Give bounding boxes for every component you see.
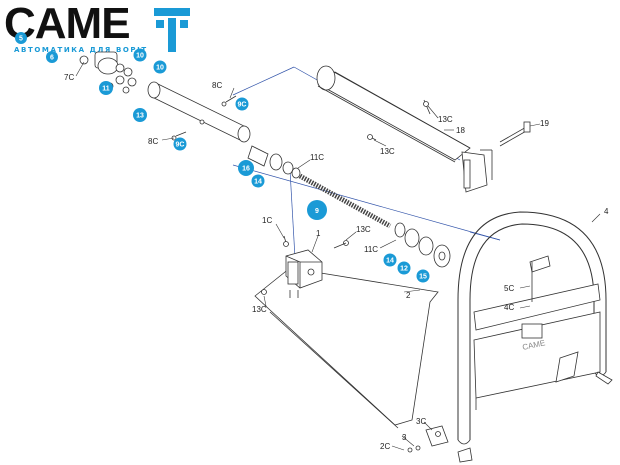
part-label: 8C — [148, 137, 158, 146]
part-badge: 9C — [173, 137, 187, 151]
part-badge: 11 — [99, 81, 113, 95]
part-label: 5C — [504, 284, 514, 293]
part-label: 3C — [416, 417, 426, 426]
part-label: 4C — [504, 303, 514, 312]
part-label: 8C — [212, 81, 222, 90]
part-badge: 14 — [251, 174, 265, 188]
part-badge: 16 — [238, 160, 254, 176]
part-badge: 13 — [133, 108, 147, 122]
part-label: 1C — [262, 216, 272, 225]
part-label: 4 — [604, 207, 609, 216]
fixing-bolts — [407, 425, 473, 463]
part-label: 19 — [540, 119, 549, 128]
part-label: 13C — [356, 225, 371, 234]
bearing-stack — [394, 222, 451, 268]
part-badge: 12 — [397, 261, 411, 275]
screws-8c — [171, 95, 237, 141]
shaft-tube-13 — [147, 81, 251, 143]
part-badge: 5 — [15, 32, 27, 44]
svg-text:14: 14 — [386, 258, 394, 265]
svg-text:6: 6 — [50, 55, 54, 62]
svg-text:5: 5 — [19, 36, 23, 43]
svg-text:14: 14 — [254, 179, 262, 186]
part-badge: 6 — [46, 51, 58, 63]
svg-text:9: 9 — [315, 208, 319, 215]
svg-text:12: 12 — [400, 266, 408, 273]
bolt-19 — [499, 121, 531, 147]
part-label: 13C — [438, 115, 453, 124]
part-label: 2C — [380, 442, 390, 451]
svg-text:10: 10 — [156, 65, 164, 72]
part-badge: 9 — [307, 200, 327, 220]
part-label: 1 — [316, 229, 321, 238]
bracket-1 — [261, 235, 349, 298]
spring-9 — [298, 173, 392, 229]
svg-text:13: 13 — [136, 113, 144, 120]
svg-text:11: 11 — [102, 86, 110, 93]
part-badge: 14 — [383, 253, 397, 267]
part-label: 11C — [364, 245, 378, 254]
housing-tube-18 — [316, 65, 493, 193]
part-badge: 9C — [235, 97, 249, 111]
arch-frame-4 — [457, 211, 613, 445]
motor-block — [79, 51, 137, 94]
svg-text:9C: 9C — [238, 102, 247, 109]
coupling — [247, 145, 301, 179]
part-label: 3 — [402, 433, 407, 442]
base-plate-2 — [254, 267, 439, 429]
part-badge-group: 5 6 10 10 11 13 — [15, 32, 430, 283]
leader-lines — [75, 61, 601, 451]
part-label: 11C — [310, 153, 324, 162]
svg-text:15: 15 — [419, 274, 427, 281]
part-badge: 10 — [133, 48, 147, 62]
part-label: 18 — [456, 126, 465, 135]
part-label-group: 7C 8C 8C 11C 13C 13C 18 19 4 1C 1 13C 11… — [64, 73, 609, 451]
screws-13c — [367, 99, 431, 141]
svg-text:16: 16 — [242, 166, 250, 173]
part-label: 13C — [252, 305, 267, 314]
part-label: 13C — [380, 147, 395, 156]
part-badge: 15 — [416, 269, 430, 283]
logo-tagline: АВТОМАТИКА ДЛЯ ВОРІТ — [14, 46, 148, 54]
part-label: 7C — [64, 73, 74, 82]
svg-text:10: 10 — [136, 53, 144, 60]
part-label: 2 — [406, 291, 411, 300]
part-badge: 10 — [153, 60, 167, 74]
svg-text:9C: 9C — [176, 142, 185, 149]
came-t-mark-icon — [154, 8, 190, 52]
